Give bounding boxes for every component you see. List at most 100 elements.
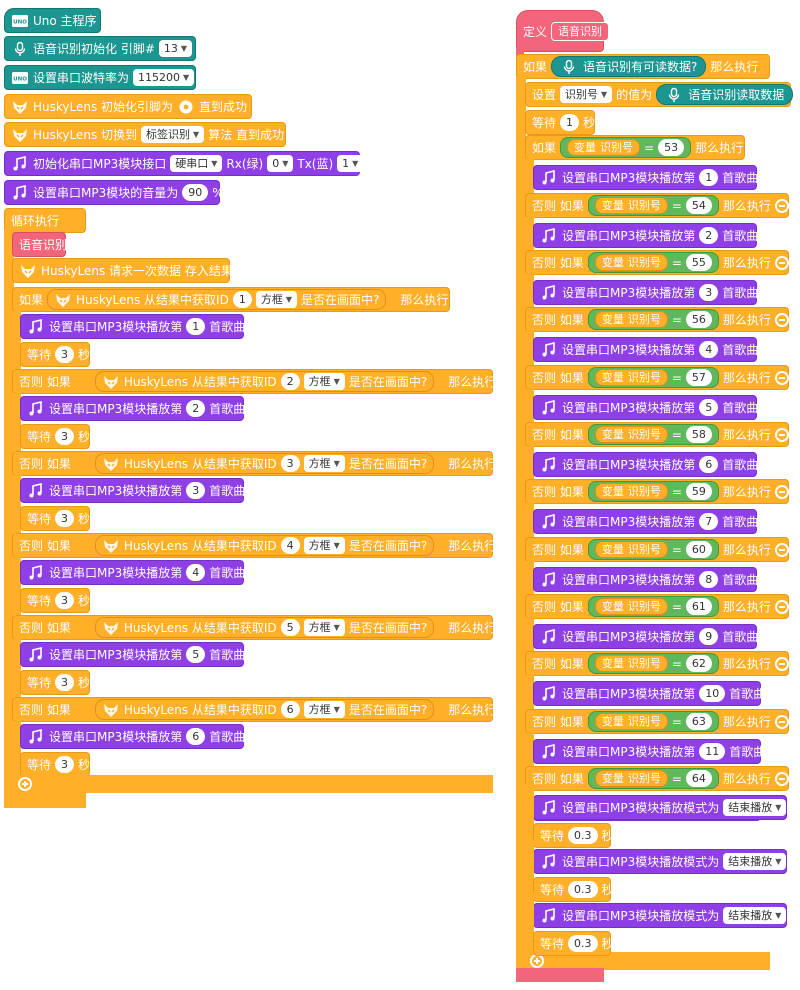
asr-init-block[interactable]: 语音识别初始化 引脚#13▼	[4, 36, 196, 61]
remove-branch-icon[interactable]	[500, 456, 515, 471]
variable-reporter[interactable]: 变量识别号	[594, 598, 668, 615]
track-input[interactable]: 5	[186, 646, 206, 663]
track-input[interactable]: 4	[699, 341, 719, 358]
compare-input[interactable]: 60	[685, 541, 712, 558]
compare-input[interactable]: 63	[685, 713, 712, 730]
remove-branch-icon[interactable]	[774, 255, 789, 270]
id-input[interactable]: 4	[280, 537, 300, 554]
loop-block[interactable]: 循环执行	[4, 208, 86, 233]
volume-input[interactable]: 90	[182, 184, 209, 201]
variable-reporter[interactable]: 变量识别号	[594, 770, 668, 787]
id-input[interactable]: 2	[280, 373, 300, 390]
equals-condition[interactable]: 变量识别号=53	[560, 137, 692, 158]
id-input[interactable]: 5	[280, 619, 300, 636]
mode-dropdown[interactable]: 结束播放▼	[723, 853, 787, 870]
husky-request-block[interactable]: HuskyLens 请求一次数据 存入结果	[12, 258, 233, 283]
track-input[interactable]: 3	[699, 284, 719, 301]
track-input[interactable]: 6	[186, 728, 206, 745]
compare-input[interactable]: 61	[685, 598, 712, 615]
equals-condition[interactable]: 变量识别号=58	[587, 424, 719, 445]
equals-condition[interactable]: 变量识别号=61	[587, 596, 719, 617]
set-variable-block[interactable]: 设置识别号▼的值为语音识别读取数据	[525, 82, 794, 107]
outer-if-block[interactable]: 如果语音识别有可读数据?那么执行	[516, 54, 770, 79]
compare-input[interactable]: 53	[658, 139, 685, 156]
equals-condition[interactable]: 变量识别号=63	[587, 711, 719, 732]
variable-reporter[interactable]: 变量识别号	[594, 713, 668, 730]
variable-reporter[interactable]: 变量识别号	[594, 311, 668, 328]
wait-input[interactable]: 3	[55, 592, 75, 609]
mode-dropdown[interactable]: 结束播放▼	[723, 799, 787, 816]
add-branch-icon[interactable]	[18, 777, 32, 791]
track-input[interactable]: 9	[699, 628, 719, 645]
remove-branch-icon[interactable]	[500, 374, 515, 389]
wait-input[interactable]: 3	[55, 674, 75, 691]
equals-condition[interactable]: 变量识别号=54	[587, 195, 719, 216]
track-input[interactable]: 1	[699, 169, 719, 186]
variable-reporter[interactable]: 变量识别号	[594, 655, 668, 672]
rx-dropdown[interactable]: 0▼	[267, 155, 294, 172]
compare-input[interactable]: 64	[685, 770, 712, 787]
remove-branch-icon[interactable]	[500, 620, 515, 635]
track-input[interactable]: 1	[186, 318, 206, 335]
baud-dropdown[interactable]: 115200▼	[133, 69, 195, 86]
variable-reporter[interactable]: 变量识别号	[594, 254, 668, 271]
compare-input[interactable]: 57	[685, 369, 712, 386]
frame-dropdown[interactable]: 方框▼	[303, 701, 345, 718]
equals-condition[interactable]: 变量识别号=59	[587, 481, 719, 502]
variable-reporter[interactable]: 变量识别号	[594, 541, 668, 558]
remove-branch-icon[interactable]	[774, 771, 789, 786]
compare-input[interactable]: 56	[685, 311, 712, 328]
remove-branch-icon[interactable]	[774, 198, 789, 213]
track-input[interactable]: 5	[699, 399, 719, 416]
frame-dropdown[interactable]: 方框▼	[303, 619, 345, 636]
track-input[interactable]: 6	[699, 456, 719, 473]
compare-input[interactable]: 59	[685, 483, 712, 500]
track-input[interactable]: 11	[699, 743, 726, 760]
compare-input[interactable]: 55	[685, 254, 712, 271]
equals-condition[interactable]: 变量识别号=57	[587, 367, 719, 388]
id-input[interactable]: 3	[280, 455, 300, 472]
wait-input[interactable]: 0.3	[568, 881, 598, 898]
wait-input[interactable]: 0.3	[568, 935, 598, 952]
frame-dropdown[interactable]: 方框▼	[303, 455, 345, 472]
wait-input[interactable]: 3	[55, 510, 75, 527]
husky-init-block[interactable]: HuskyLens 初始化引脚为直到成功	[4, 94, 252, 119]
tx-dropdown[interactable]: 1▼	[337, 155, 364, 172]
equals-condition[interactable]: 变量识别号=56	[587, 309, 719, 330]
frame-dropdown[interactable]: 方框▼	[303, 373, 345, 390]
mode-dropdown[interactable]: 结束播放▼	[723, 907, 787, 924]
port-dropdown[interactable]: 硬串口▼	[170, 155, 223, 172]
track-input[interactable]: 2	[699, 227, 719, 244]
asr-readable-condition[interactable]: 语音识别有可读数据?	[551, 56, 707, 77]
